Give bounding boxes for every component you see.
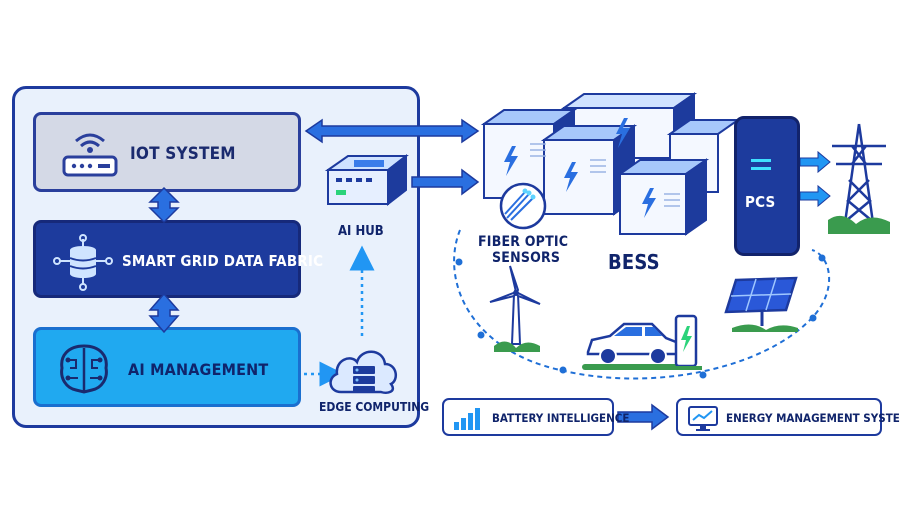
edge-computing-label: EDGE COMPUTING (319, 400, 430, 414)
iot-system-box: IOT SYSTEM (33, 112, 301, 192)
solar-panel-icon (724, 276, 798, 332)
wifi-router-icon (62, 133, 118, 177)
transmission-tower-icon (828, 123, 890, 234)
iot-bess-double-arrow (304, 118, 480, 144)
bess-label: BESS (608, 250, 660, 274)
database-icon (53, 234, 113, 291)
iot-fabric-double-arrow (148, 186, 180, 224)
fiber-optic-label-line1: FIBER OPTIC (478, 234, 569, 250)
battery-cabinet-icon (480, 92, 742, 236)
pcs-label: PCS (745, 193, 776, 211)
bar-chart-icon (454, 408, 480, 430)
bi-ems-arrow (617, 403, 670, 431)
energy-management-system-label: ENERGY MANAGEMENT SYSTEM (726, 411, 900, 425)
smart-grid-data-fabric-label: SMART GRID DATA FABRIC (122, 252, 324, 270)
fiber-optic-icon (499, 182, 547, 230)
battery-intelligence-pill: BATTERY INTELLIGENCE (442, 398, 629, 436)
energy-management-system-pill: ENERGY MANAGEMENT SYSTEM (676, 398, 900, 436)
electric-car-icon (582, 322, 682, 370)
ai-hub-label: AI HUB (338, 224, 384, 239)
pcs-cabinet-icon: PCS (734, 116, 800, 256)
aihub-bess-arrow (411, 168, 480, 196)
charging-station-icon (672, 314, 702, 370)
iot-system-label: IOT SYSTEM (130, 144, 236, 164)
fabric-ai-double-arrow (148, 292, 180, 334)
ai-management-box: AI MANAGEMENT (33, 327, 301, 407)
battery-intelligence-label: BATTERY INTELLIGENCE (492, 411, 630, 425)
cloud-server-icon (329, 350, 398, 394)
fiber-optic-label-line2: SENSORS (492, 250, 561, 266)
router-box-icon (324, 153, 409, 207)
wind-turbine-icon (489, 265, 541, 352)
brain-circuit-icon (60, 344, 108, 394)
ai-management-label: AI MANAGEMENT (128, 360, 269, 379)
monitor-chart-icon (688, 406, 718, 431)
pcs-tower-arrows (799, 150, 831, 208)
